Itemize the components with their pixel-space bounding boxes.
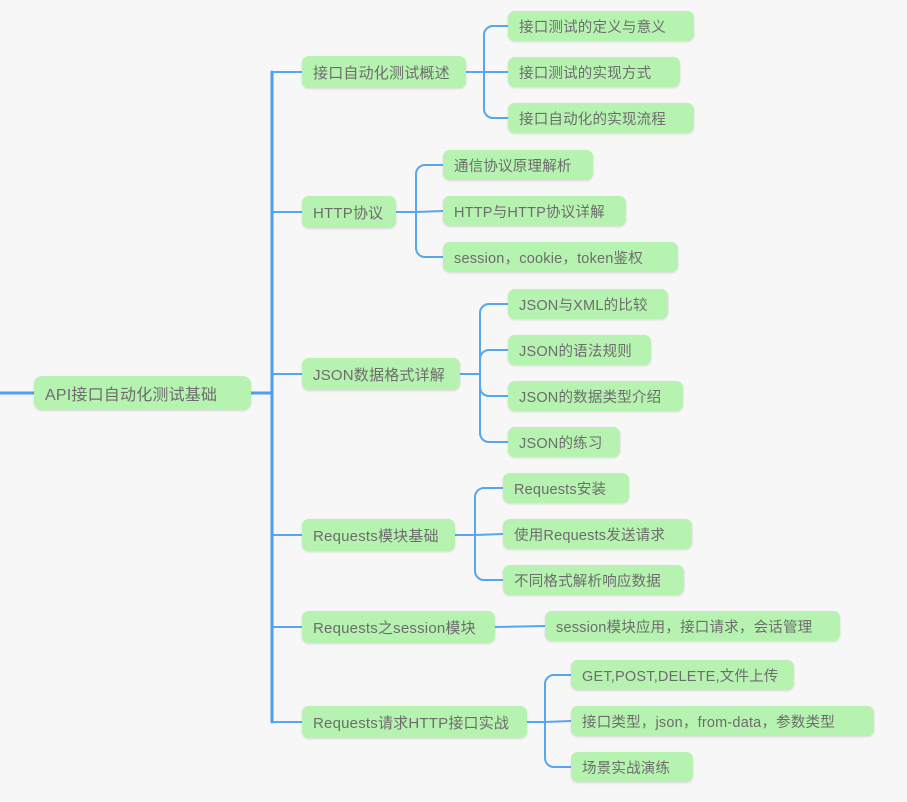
leaf-node-1-0[interactable]: 通信协议原理解析 bbox=[443, 150, 593, 180]
leaf-node-3-2[interactable]: 不同格式解析响应数据 bbox=[503, 565, 684, 595]
root-node[interactable]: API接口自动化测试基础 bbox=[34, 376, 251, 410]
branch-node-4[interactable]: Requests之session模块 bbox=[302, 611, 495, 643]
branch-node-1[interactable]: HTTP协议 bbox=[302, 196, 396, 228]
leaf-node-2-0[interactable]: JSON与XML的比较 bbox=[508, 289, 668, 319]
leaf-node-5-2[interactable]: 场景实战演练 bbox=[571, 752, 693, 782]
branch-node-3[interactable]: Requests模块基础 bbox=[302, 519, 455, 551]
leaf-node-4-0[interactable]: session模块应用，接口请求，会话管理 bbox=[545, 611, 840, 641]
branch-node-2[interactable]: JSON数据格式详解 bbox=[302, 358, 460, 390]
leaf-node-1-2[interactable]: session，cookie，token鉴权 bbox=[443, 242, 678, 272]
leaf-node-2-3[interactable]: JSON的练习 bbox=[508, 427, 620, 457]
leaf-node-2-1[interactable]: JSON的语法规则 bbox=[508, 335, 651, 365]
leaf-node-5-1[interactable]: 接口类型，json，from-data，参数类型 bbox=[571, 706, 874, 736]
leaf-node-5-0[interactable]: GET,POST,DELETE,文件上传 bbox=[571, 660, 794, 690]
leaf-node-0-1[interactable]: 接口测试的实现方式 bbox=[508, 57, 680, 87]
leaf-node-2-2[interactable]: JSON的数据类型介绍 bbox=[508, 381, 683, 411]
leaf-node-0-2[interactable]: 接口自动化的实现流程 bbox=[508, 103, 694, 133]
leaf-node-0-0[interactable]: 接口测试的定义与意义 bbox=[508, 11, 694, 41]
branch-node-0[interactable]: 接口自动化测试概述 bbox=[302, 56, 466, 88]
leaf-node-3-0[interactable]: Requests安装 bbox=[503, 473, 629, 503]
leaf-node-3-1[interactable]: 使用Requests发送请求 bbox=[503, 519, 692, 549]
branch-node-5[interactable]: Requests请求HTTP接口实战 bbox=[302, 706, 527, 738]
leaf-node-1-1[interactable]: HTTP与HTTP协议详解 bbox=[443, 196, 626, 226]
